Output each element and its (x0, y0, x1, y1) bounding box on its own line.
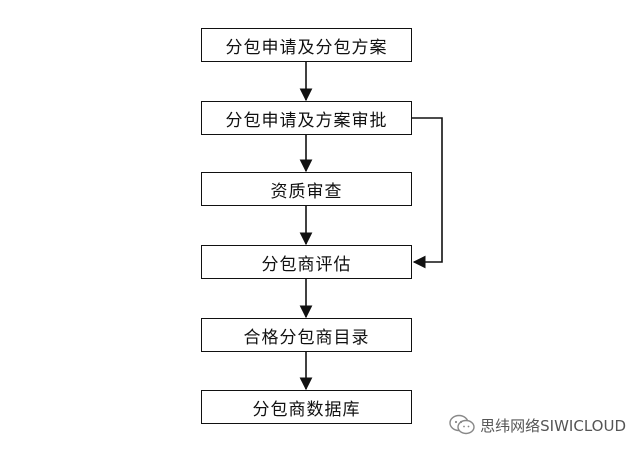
step-label-2: 分包申请及方案审批 (225, 110, 388, 131)
step-box-1: 分包申请及分包方案 (201, 28, 412, 62)
step-box-4: 分包商评估 (201, 245, 412, 279)
step-label-4: 分包商评估 (261, 254, 352, 275)
wechat-icon (449, 414, 475, 435)
watermark: 思纬网络SIWICLOUD (448, 414, 626, 436)
step-label-5: 合格分包商目录 (243, 327, 370, 348)
step-label-1: 分包申请及分包方案 (225, 37, 388, 58)
step-box-6: 分包商数据库 (201, 390, 412, 424)
step-box-5: 合格分包商目录 (201, 318, 412, 352)
watermark-text: 思纬网络SIWICLOUD (480, 416, 626, 435)
step-box-3: 资质审查 (201, 172, 412, 206)
step-box-2: 分包申请及方案审批 (201, 101, 412, 135)
step-label-3: 资质审查 (270, 181, 343, 202)
bypass-arrow-2-4 (412, 117, 443, 269)
step-label-6: 分包商数据库 (252, 399, 361, 420)
